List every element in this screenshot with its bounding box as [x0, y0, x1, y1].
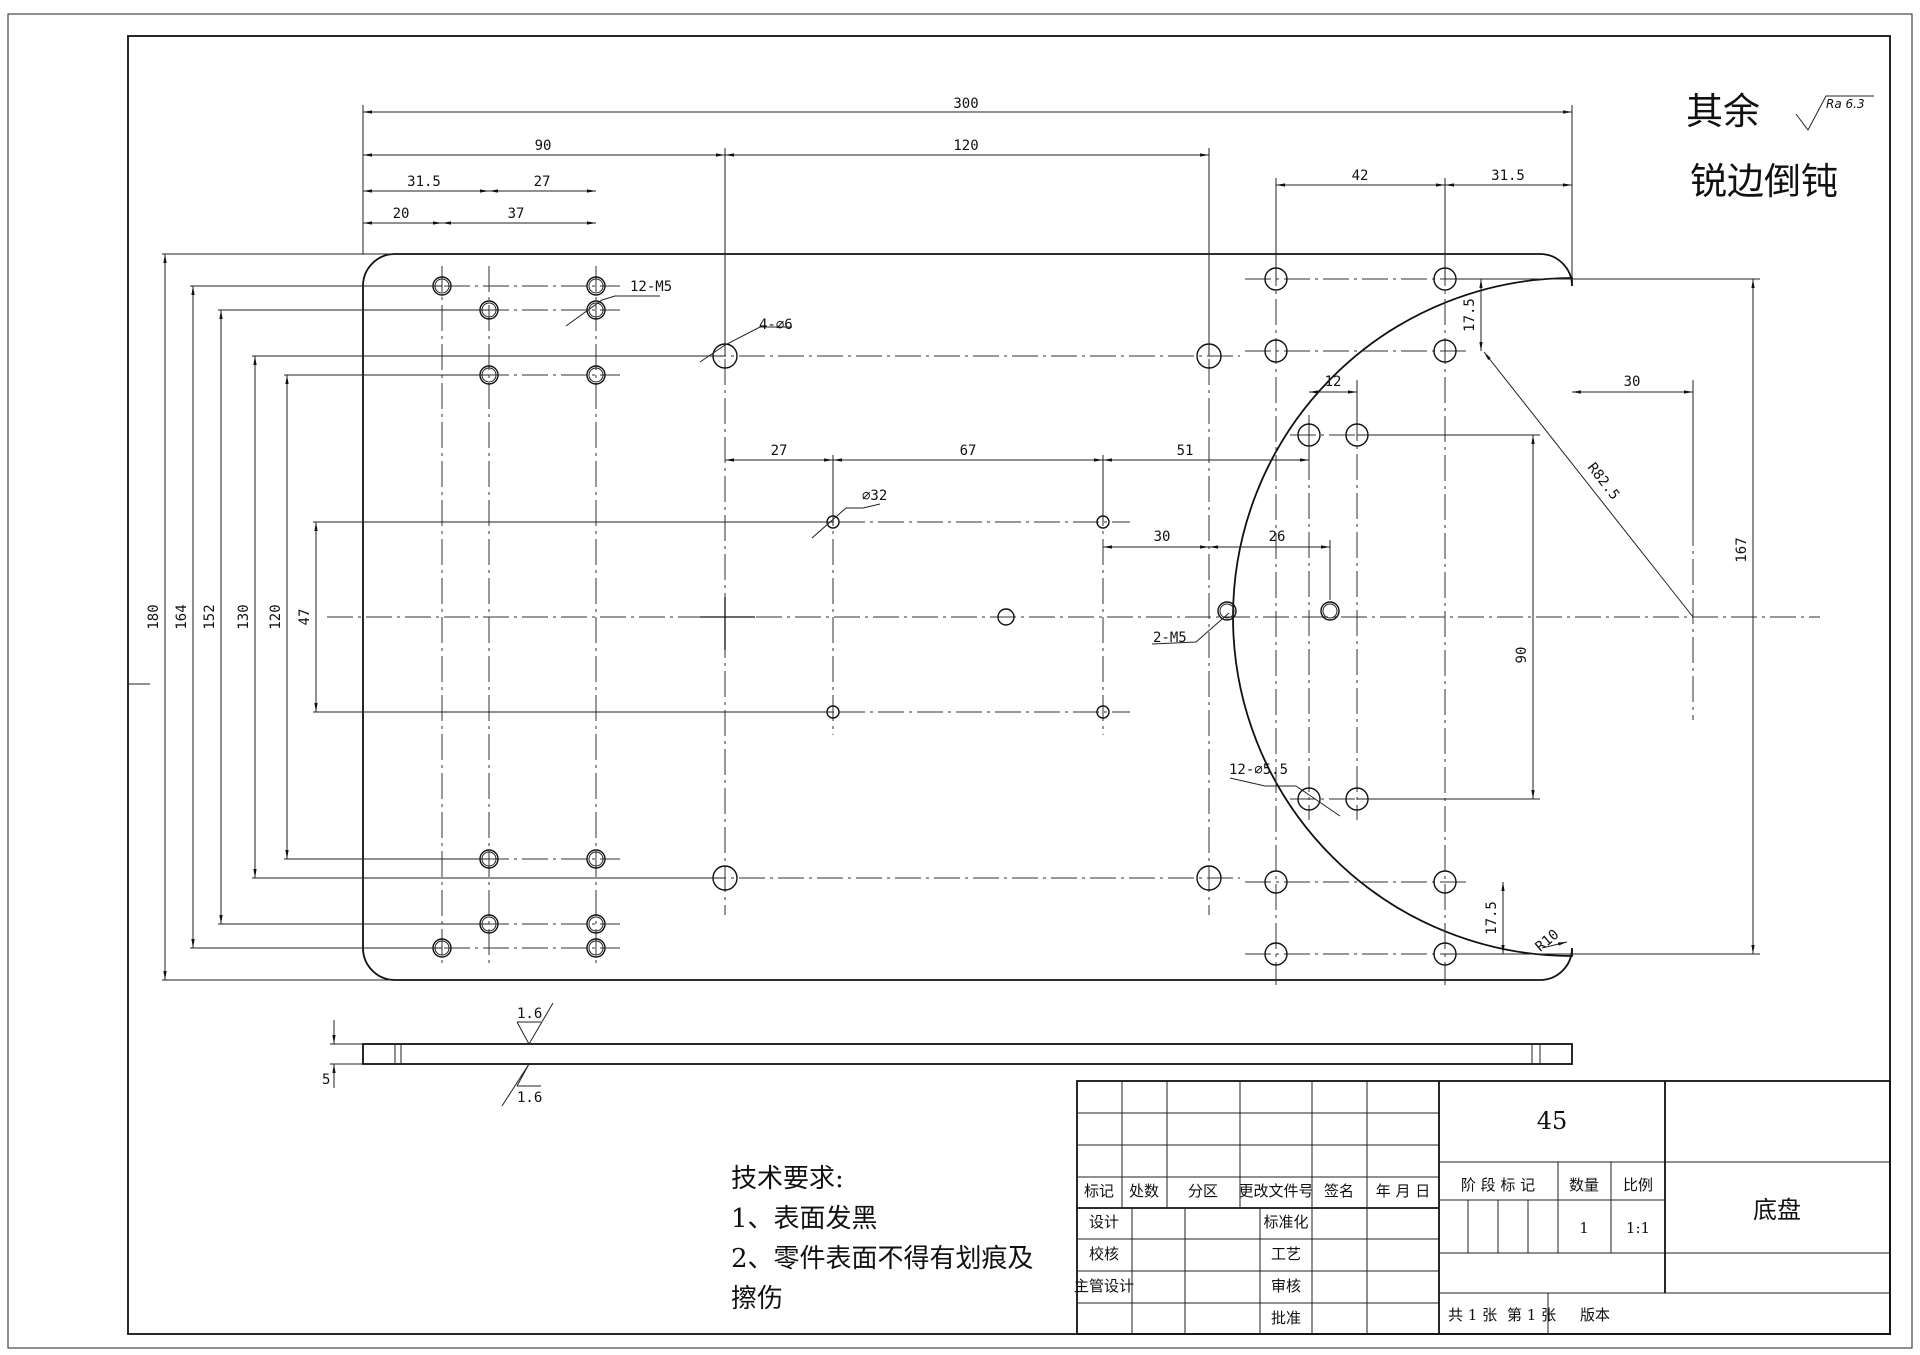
sheet-number: 第 1 张	[1507, 1306, 1556, 1324]
callout-2-m5: 2-M5	[1153, 630, 1187, 646]
plate-outline	[362, 253, 1573, 981]
plan-view	[327, 253, 1820, 985]
dim-31-5-right: 31.5	[1491, 168, 1525, 184]
dim-130: 130	[236, 604, 252, 629]
role-design: 设计	[1089, 1213, 1119, 1231]
dim-17-5-top: 17.5	[1462, 298, 1478, 332]
role-check: 校核	[1089, 1245, 1119, 1263]
tech-req-item-2b: 擦伤	[731, 1284, 783, 1314]
dim-27-left: 27	[534, 174, 551, 190]
dim-12: 12	[1325, 374, 1342, 390]
scale-label: 比例	[1623, 1176, 1653, 1194]
role-approve: 批准	[1271, 1309, 1301, 1327]
callout-d32: ⌀32	[862, 488, 887, 504]
dim-90: 90	[535, 138, 552, 154]
callout-12-d5-5: 12-⌀5.5	[1229, 762, 1288, 778]
stage-mark-label: 阶 段 标 记	[1461, 1176, 1535, 1194]
d55-hole-group-right	[1264, 267, 1457, 966]
version-label: 版本	[1580, 1306, 1610, 1324]
dim-r10: R10	[1533, 927, 1563, 956]
roughness-top: 1.6	[517, 1006, 542, 1022]
surface-finish-note: 其余 Ra 6.3 锐边倒钝	[1686, 90, 1874, 203]
dim-20: 20	[393, 206, 410, 222]
dim-120: 120	[953, 138, 978, 154]
dim-180: 180	[146, 604, 162, 629]
dim-47: 47	[297, 609, 313, 626]
outer-border	[7, 13, 1913, 1349]
role-process: 工艺	[1271, 1245, 1301, 1263]
header-sign: 签名	[1324, 1182, 1354, 1200]
dim-51: 51	[1177, 443, 1194, 459]
tech-req-title: 技术要求:	[731, 1164, 844, 1194]
header-zone: 分区	[1188, 1182, 1218, 1200]
dim-17-5-bottom: 17.5	[1484, 901, 1500, 935]
dim-120-vertical: 120	[268, 604, 284, 629]
quantity-label: 数量	[1569, 1176, 1599, 1194]
dim-30-mid: 30	[1154, 529, 1171, 545]
material: 45	[1537, 1107, 1568, 1135]
role-standardize: 标准化	[1263, 1213, 1308, 1231]
dimension-texts: 300 90 120 31.5 27 20 37 42 31.5 180 164…	[146, 96, 1750, 955]
header-date: 年 月 日	[1376, 1182, 1431, 1200]
role-chief-design: 主管设计	[1074, 1277, 1134, 1295]
part-name: 底盘	[1753, 1196, 1801, 1224]
tech-requirements: 技术要求: 1、表面发黑 2、零件表面不得有划痕及 擦伤	[731, 1164, 1034, 1314]
dim-90-vertical: 90	[1514, 647, 1530, 664]
dimension-lines	[162, 105, 1760, 981]
dim-300: 300	[953, 96, 978, 112]
dim-167: 167	[1734, 537, 1750, 562]
callout-4-d6: 4-⌀6	[759, 317, 793, 333]
plate-side-profile	[362, 1043, 1573, 1065]
dim-26: 26	[1269, 529, 1286, 545]
tech-req-item-2: 2、零件表面不得有划痕及	[731, 1244, 1034, 1274]
dim-164: 164	[174, 604, 190, 629]
dim-r82-5: R82.5	[1584, 460, 1623, 503]
inner-frame	[127, 35, 1891, 1335]
dim-27-mid: 27	[771, 443, 788, 459]
header-count: 处数	[1129, 1182, 1159, 1200]
dim-30-right: 30	[1624, 374, 1641, 390]
dim-67: 67	[960, 443, 977, 459]
dim-42: 42	[1352, 168, 1369, 184]
dim-31-5-left: 31.5	[407, 174, 441, 190]
dim-thickness-5: 5	[322, 1072, 330, 1088]
scale-value: 1:1	[1626, 1219, 1650, 1237]
tech-req-item-1: 1、表面发黑	[731, 1204, 878, 1234]
title-block: 标记 处数 分区 更改文件号 签名 年 月 日 设计 校核 主管设计 标准化 工…	[1074, 1080, 1891, 1335]
header-change-doc: 更改文件号	[1238, 1182, 1313, 1200]
other-surface-label: 其余	[1686, 90, 1760, 133]
side-view: 5 1.6 1.6	[322, 1002, 1573, 1107]
callout-12-m5: 12-M5	[630, 279, 672, 295]
quantity-value: 1	[1579, 1219, 1589, 1237]
ra-value: Ra 6.3	[1826, 97, 1865, 111]
header-mark: 标记	[1084, 1182, 1114, 1200]
dim-152: 152	[202, 604, 218, 629]
m5-holes-pair	[1217, 601, 1340, 621]
edge-chamfer-note: 锐边倒钝	[1690, 160, 1838, 203]
dim-37: 37	[508, 206, 525, 222]
sheets-total: 共 1 张	[1448, 1306, 1497, 1324]
role-review: 审核	[1271, 1277, 1301, 1295]
roughness-bottom: 1.6	[517, 1090, 542, 1106]
